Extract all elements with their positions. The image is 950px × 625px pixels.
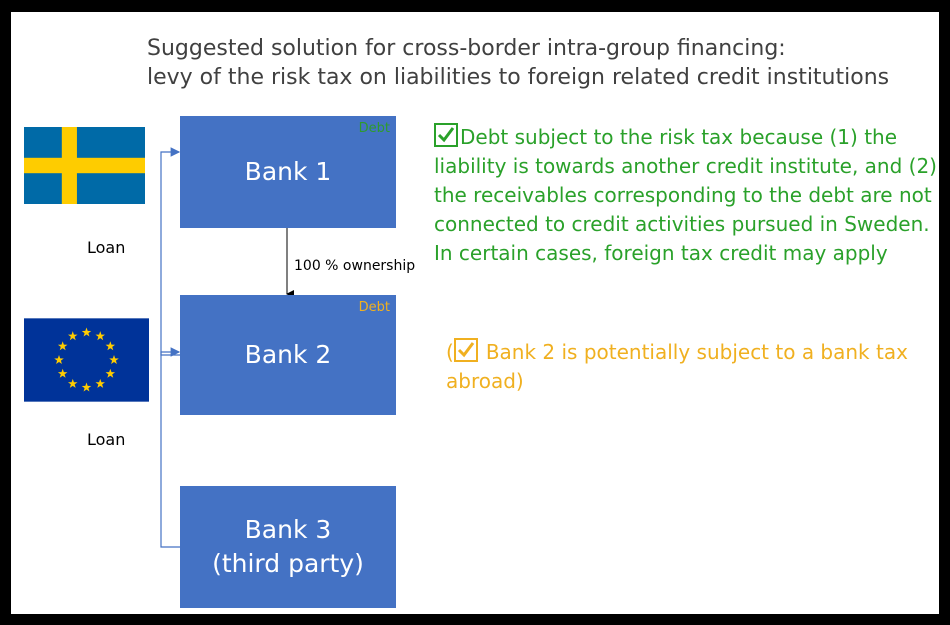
eu-star-icon bbox=[109, 355, 119, 365]
loan-label-top: Loan bbox=[87, 238, 126, 257]
bank-3-line-2: (third party) bbox=[212, 549, 364, 578]
debt-label-bank-1: Debt bbox=[358, 121, 390, 136]
title-line-1: Suggested solution for cross-border intr… bbox=[147, 36, 786, 61]
eu-star-icon bbox=[54, 355, 64, 365]
eu-star-icon bbox=[105, 368, 116, 378]
bank-2-box: Debt Bank 2 bbox=[180, 295, 396, 415]
bank-tax-abroad-note: ( Bank 2 is potentially subject to a ban… bbox=[446, 335, 926, 396]
orange-open-paren: ( bbox=[446, 340, 454, 364]
checkbox-check-icon bbox=[434, 123, 458, 147]
eu-flag-icon bbox=[24, 318, 149, 402]
eu-star-icon bbox=[95, 331, 106, 341]
bank-3-box: Bank 3 (third party) bbox=[180, 486, 396, 608]
bank-3-name: Bank 3 (third party) bbox=[212, 513, 364, 581]
bank-1-box: Debt Bank 1 bbox=[180, 116, 396, 228]
debt-label-bank-2: Debt bbox=[358, 300, 390, 315]
loan-label-bottom: Loan bbox=[87, 430, 126, 449]
eu-star-icon bbox=[81, 382, 92, 392]
eu-star-icon bbox=[95, 378, 106, 388]
risk-tax-note-text: Debt subject to the risk tax because (1)… bbox=[434, 125, 937, 265]
checkbox-check-icon bbox=[453, 338, 478, 362]
bank-2-name: Bank 2 bbox=[244, 340, 332, 369]
bank-1-name: Bank 1 bbox=[244, 157, 332, 186]
sweden-flag-icon bbox=[24, 127, 145, 204]
eu-star-icon bbox=[57, 368, 68, 378]
ownership-label: 100 % ownership bbox=[294, 258, 416, 274]
slide: Suggested solution for cross-border intr… bbox=[11, 12, 939, 614]
eu-star-icon bbox=[67, 378, 78, 388]
connector-lines bbox=[160, 147, 294, 548]
eu-star-icon bbox=[67, 331, 78, 341]
loan-connector-top bbox=[160, 147, 181, 356]
slide-title: Suggested solution for cross-border intr… bbox=[147, 34, 889, 92]
eu-star-icon bbox=[81, 327, 92, 337]
bank-tax-abroad-note-text: Bank 2 is potentially subject to a bank … bbox=[446, 340, 908, 393]
loan-connector-bottom bbox=[160, 347, 181, 548]
eu-star-icon bbox=[105, 341, 116, 351]
title-line-2: levy of the risk tax on liabilities to f… bbox=[147, 65, 890, 90]
eu-star-icon bbox=[57, 341, 68, 351]
risk-tax-note: Debt subject to the risk tax because (1)… bbox=[434, 120, 939, 268]
bank-3-line-1: Bank 3 bbox=[244, 515, 332, 544]
